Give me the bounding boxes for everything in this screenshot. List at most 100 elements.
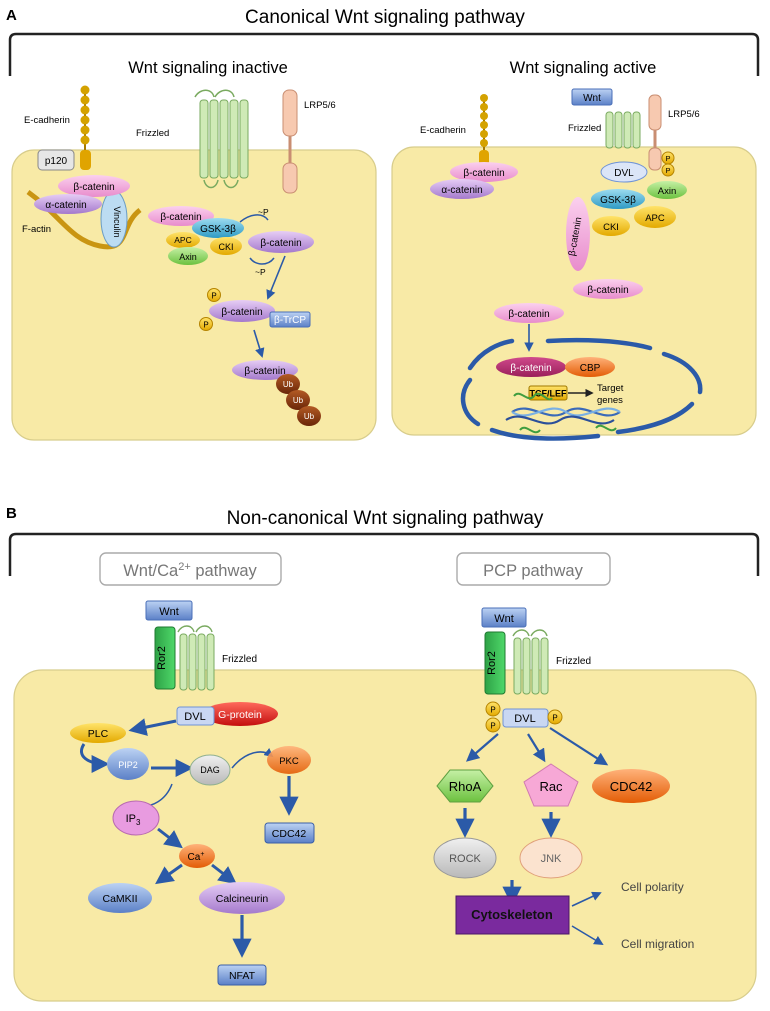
- ip3: [112, 800, 160, 836]
- beta-catenin-free-2: [494, 303, 564, 323]
- lrp-label-active: LRP5/6: [668, 109, 700, 120]
- cki-inactive: [210, 237, 242, 255]
- dvl-label-ca: DVL: [184, 711, 205, 723]
- beta-catenin-adhesion-active: [450, 162, 518, 182]
- p120-label: p120: [45, 156, 68, 167]
- gsk3b-label-inactive: GSK-3β: [200, 224, 236, 235]
- beta-catenin-free-1-label: β-catenin: [587, 285, 628, 296]
- apc-label-active: APC: [645, 213, 665, 224]
- cdc42-label-pcp: CDC42: [610, 779, 653, 794]
- arrow-to-cell-migration: [571, 925, 604, 945]
- panel-b-bracket: [8, 532, 760, 576]
- pkc-label: PKC: [279, 756, 299, 767]
- phospho-p2-active: [661, 163, 675, 177]
- axin-active: [647, 181, 687, 199]
- pip2-label: PIP2: [118, 760, 138, 770]
- arrow-to-cell-polarity: [571, 891, 602, 907]
- beta-catenin-phosphorylated: [209, 300, 275, 322]
- arrow-to-ubiquitinated: [253, 329, 265, 358]
- ubiquitin-1: [276, 374, 300, 394]
- plc-label: PLC: [88, 728, 109, 740]
- arrow-ca-to-camkii: [155, 863, 183, 885]
- panel-b-letter: B: [6, 505, 17, 522]
- phospho-p1-pcp: [485, 701, 501, 717]
- genes-label: genes: [597, 395, 623, 406]
- e-cadherin-label-inactive: E-cadherin: [24, 115, 70, 126]
- e-cadherin-chain-inactive: [80, 85, 91, 170]
- target-label: Target: [597, 383, 624, 394]
- frizzled-label-pcp: Frizzled: [556, 656, 591, 667]
- phospho-p2-label-pcp: P: [490, 722, 495, 731]
- rac-label: Rac: [539, 779, 563, 794]
- jnk-label: JNK: [541, 853, 562, 865]
- alpha-catenin-active: [430, 179, 494, 199]
- arrow-ca-to-calcineurin: [211, 863, 237, 885]
- beta-catenin-ubiquitinated-label: β-catenin: [244, 366, 285, 377]
- rock-label: ROCK: [449, 853, 481, 865]
- wnt-label-active: Wnt: [583, 93, 601, 104]
- calcineurin-label: Calcineurin: [216, 893, 269, 905]
- ror2-label-pcp: Ror2: [486, 651, 498, 675]
- nuclear-envelope: [460, 337, 703, 441]
- cki-active: [592, 216, 630, 236]
- arrow-dvl-to-rac: [527, 733, 546, 763]
- pcp-heading: PCP pathway: [483, 562, 583, 580]
- e-cadherin-label-active: E-cadherin: [420, 125, 466, 136]
- arrow-dvl-to-plc: [128, 718, 177, 736]
- phospho-tag-2: ~P: [255, 267, 266, 277]
- inactive-cell: [11, 149, 377, 441]
- p120-box: [37, 149, 75, 171]
- alpha-catenin-label-active: α-catenin: [441, 185, 482, 196]
- arrow-plc-to-pip2: [80, 743, 110, 773]
- gsk3b-label-active: GSK-3β: [600, 195, 636, 206]
- apc-active: [634, 206, 676, 228]
- ubiquitin-1-label: Ub: [283, 380, 294, 389]
- ip3-label: IP3: [126, 813, 141, 827]
- tcf-lef-label: TCF/LEF: [530, 389, 567, 399]
- active-heading: Wnt signaling active: [510, 59, 657, 77]
- inactive-heading: Wnt signaling inactive: [128, 59, 288, 77]
- phospho-p2-inactive: [199, 317, 213, 331]
- cdc42-pcp: [592, 769, 670, 803]
- calcium-label: Ca+: [188, 851, 205, 863]
- phospho-p2-label-inactive: P: [203, 321, 208, 330]
- phospho-p3-pcp: [547, 709, 563, 725]
- cki-label-inactive: CKI: [218, 242, 233, 252]
- alpha-catenin-inactive: [34, 194, 102, 214]
- phospho-tag-1: ~P: [258, 207, 269, 217]
- frizzled-label-ca: Frizzled: [222, 654, 257, 665]
- dag-label: DAG: [200, 765, 220, 775]
- vinculin-label: Vinculin: [112, 206, 122, 237]
- lrp-label-inactive: LRP5/6: [304, 100, 336, 111]
- cbp-protein: [565, 357, 615, 377]
- cdc42-ca: [264, 822, 315, 844]
- wnt-ligand-active: [571, 88, 613, 106]
- beta-catenin-complex-2: [248, 231, 314, 253]
- beta-catenin-adhesion-label: β-catenin: [73, 182, 114, 193]
- phospho-p2-pcp: [485, 717, 501, 733]
- phospho-p1-label-pcp: P: [490, 706, 495, 715]
- phospho-p1-inactive: [207, 288, 221, 302]
- rac: [523, 763, 579, 807]
- calcineurin: [199, 882, 285, 914]
- frizzled-receptor-active: [605, 111, 641, 149]
- cbp-label: CBP: [580, 363, 601, 374]
- axin-label-active: Axin: [658, 186, 676, 197]
- arrow-dvl-to-rhoa: [466, 733, 499, 762]
- helix-motif-2: [519, 426, 541, 434]
- btrcp-label: β-TrCP: [274, 315, 306, 326]
- ubiquitin-2-label: Ub: [293, 396, 304, 405]
- beta-catenin-ubiquitinated: [232, 360, 298, 380]
- rhoa: [436, 769, 494, 803]
- gsk3b-inactive: [192, 218, 244, 238]
- wnt-ligand-ca: [145, 600, 193, 621]
- jnk: [519, 837, 583, 879]
- arrow-ip3-to-ca: [157, 827, 183, 849]
- panel-a-title: Canonical Wnt signaling pathway: [245, 7, 525, 28]
- rock: [433, 837, 497, 879]
- panel-a-bracket: [8, 32, 760, 76]
- ubiquitin-2: [286, 390, 310, 410]
- beta-catenin-free-2-label: β-catenin: [508, 309, 549, 320]
- beta-catenin-complex-1-label: β-catenin: [160, 212, 201, 223]
- frizzled-receptor-ca: [177, 625, 215, 691]
